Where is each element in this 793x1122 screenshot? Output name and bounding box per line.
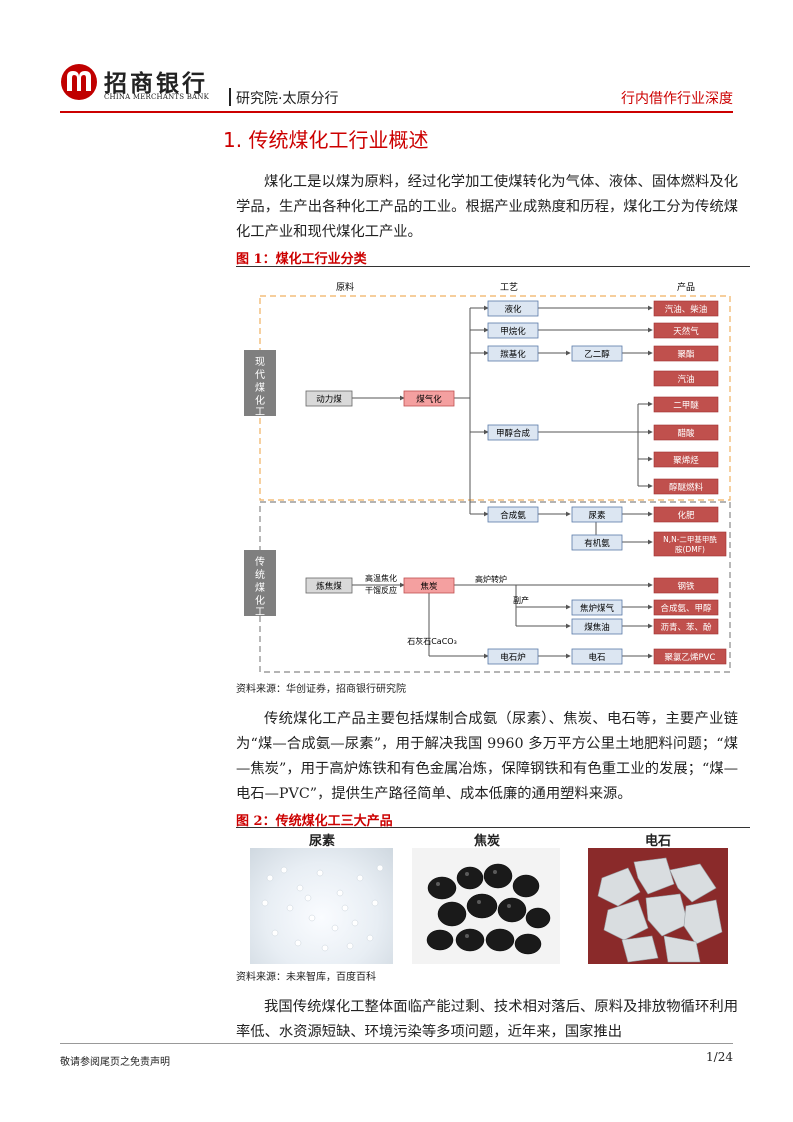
paragraph-traditional-products: 传统煤化工产品主要包括煤制合成氨（尿素）、焦炭、电石等，主要产业链为“煤—合成氨… bbox=[236, 711, 738, 802]
node-dianshi bbox=[571, 648, 623, 665]
page-number: 1/24 bbox=[706, 1050, 733, 1064]
footer-divider bbox=[60, 1043, 733, 1044]
svg-text:高炉转炉: 高炉转炉 bbox=[475, 574, 507, 584]
footer-disclaimer: 敬请参阅尾页之免责声明 bbox=[60, 1057, 170, 1068]
svg-text:甲烷化: 甲烷化 bbox=[500, 326, 526, 337]
svg-text:焦炭: 焦炭 bbox=[420, 581, 438, 592]
svg-text:醋酸: 醋酸 bbox=[677, 428, 695, 439]
svg-text:汽油、柴油: 汽油、柴油 bbox=[665, 304, 708, 315]
section-title: 1. 传统煤化工行业概述 bbox=[223, 128, 429, 152]
node-niaosu bbox=[571, 506, 623, 523]
node-dianshilu bbox=[487, 648, 539, 665]
traditional-group-label: 传统煤化工 bbox=[255, 556, 265, 618]
svg-text:炼焦煤: 炼焦煤 bbox=[316, 581, 342, 592]
svg-text:液化: 液化 bbox=[504, 304, 522, 315]
coke-image bbox=[412, 848, 560, 964]
svg-text:干馏反应: 干馏反应 bbox=[365, 585, 397, 595]
svg-text:沥青、苯、酚: 沥青、苯、酚 bbox=[660, 622, 712, 633]
svg-text:二甲醚: 二甲醚 bbox=[673, 400, 699, 411]
traditional-group-label-box bbox=[244, 550, 276, 616]
node-tanjihua bbox=[487, 345, 539, 362]
calcium-carbide-image bbox=[588, 848, 728, 964]
svg-text:副产: 副产 bbox=[513, 595, 529, 605]
node-jiaoluqi bbox=[571, 599, 623, 616]
svg-text:合成氨、甲醇: 合成氨、甲醇 bbox=[660, 603, 712, 614]
figure1-diagram: 原料 工艺 产品 现代煤化工 传统煤化工 bbox=[244, 281, 731, 673]
svg-text:高温焦化: 高温焦化 bbox=[365, 573, 397, 583]
node-lianjiaomei bbox=[305, 577, 353, 594]
col-raw-label: 原料 bbox=[336, 281, 354, 293]
header-separator bbox=[229, 88, 231, 106]
svg-text:汽油: 汽油 bbox=[677, 374, 694, 385]
svg-text:钢铁: 钢铁 bbox=[677, 581, 695, 592]
node-jiawanhua bbox=[487, 322, 539, 339]
bank-name-en: CHINA MERCHANTS BANK bbox=[104, 93, 210, 101]
svg-text:有机氨: 有机氨 bbox=[584, 538, 610, 549]
node-dongli bbox=[305, 390, 353, 407]
product-label-carbide: 电石 bbox=[644, 834, 671, 849]
node-yehua bbox=[487, 300, 539, 317]
svg-text:聚酯: 聚酯 bbox=[677, 350, 695, 360]
svg-text:聚烯烃: 聚烯烃 bbox=[673, 455, 699, 466]
department-label: 研究院·太原分行 bbox=[236, 91, 339, 107]
svg-text:聚氯乙烯PVC: 聚氯乙烯PVC bbox=[665, 652, 716, 663]
svg-text:电石: 电石 bbox=[588, 652, 605, 663]
paragraph-intro: 煤化工是以煤为原料，经过化学加工使煤转化为气体、液体、固体燃料及化学品，生产出各… bbox=[236, 174, 738, 240]
svg-text:化肥: 化肥 bbox=[677, 510, 695, 521]
svg-text:醇醚燃料: 醇醚燃料 bbox=[669, 482, 704, 493]
svg-text:煤气化: 煤气化 bbox=[416, 394, 442, 405]
figure1-source: 资料来源：华创证券，招商银行研究院 bbox=[236, 684, 406, 695]
product-label-urea: 尿素 bbox=[308, 834, 335, 849]
product-label-coke: 焦炭 bbox=[473, 834, 500, 849]
col-process-label: 工艺 bbox=[500, 282, 518, 293]
col-product-label: 产品 bbox=[677, 281, 695, 293]
report-type-label: 行内借作行业深度 bbox=[621, 91, 733, 107]
bank-logo-icon bbox=[60, 63, 98, 101]
svg-text:甲醇合成: 甲醇合成 bbox=[496, 428, 531, 439]
svg-text:动力煤: 动力煤 bbox=[316, 394, 342, 405]
figure2-source: 资料来源：未来智库，百度百科 bbox=[236, 972, 376, 983]
modern-group-label-box bbox=[244, 350, 276, 416]
dmf-label: N,N-二甲基甲酰胺(DMF) bbox=[663, 534, 717, 554]
paragraph-problems: 我国传统煤化工整体面临产能过剩、技术相对落后、原料及排放物循环利用率低、水资源短… bbox=[236, 999, 738, 1040]
product-boxes bbox=[653, 300, 727, 665]
figure1-top-rule bbox=[236, 266, 750, 267]
svg-text:羰基化: 羰基化 bbox=[500, 349, 526, 360]
figure2-top-rule bbox=[236, 827, 750, 828]
bank-name-cn: 招商银行 bbox=[104, 70, 208, 97]
header-divider bbox=[60, 111, 733, 113]
node-jiaotan bbox=[403, 577, 455, 594]
figure2-title: 图 2：传统煤化工三大产品 bbox=[236, 814, 393, 829]
node-meijiaoyou bbox=[571, 618, 623, 635]
node-youjian bbox=[571, 534, 623, 551]
node-hechengan bbox=[487, 506, 539, 523]
svg-text:乙二醇: 乙二醇 bbox=[584, 349, 610, 360]
svg-text:天然气: 天然气 bbox=[673, 326, 699, 337]
node-meiqihua bbox=[403, 390, 455, 407]
node-yiershun bbox=[571, 345, 623, 362]
urea-image bbox=[250, 848, 393, 964]
figure1-title: 图 1：煤化工行业分类 bbox=[236, 252, 367, 267]
svg-text:合成氨: 合成氨 bbox=[500, 510, 526, 521]
svg-text:煤焦油: 煤焦油 bbox=[584, 622, 610, 633]
svg-text:石灰石CaCO₃: 石灰石CaCO₃ bbox=[407, 636, 457, 646]
node-jiachun bbox=[487, 424, 539, 441]
modern-group-label: 现代煤化工 bbox=[255, 356, 265, 418]
svg-text:尿素: 尿素 bbox=[588, 510, 606, 521]
svg-text:焦炉煤气: 焦炉煤气 bbox=[580, 603, 615, 614]
svg-text:电石炉: 电石炉 bbox=[500, 652, 526, 663]
